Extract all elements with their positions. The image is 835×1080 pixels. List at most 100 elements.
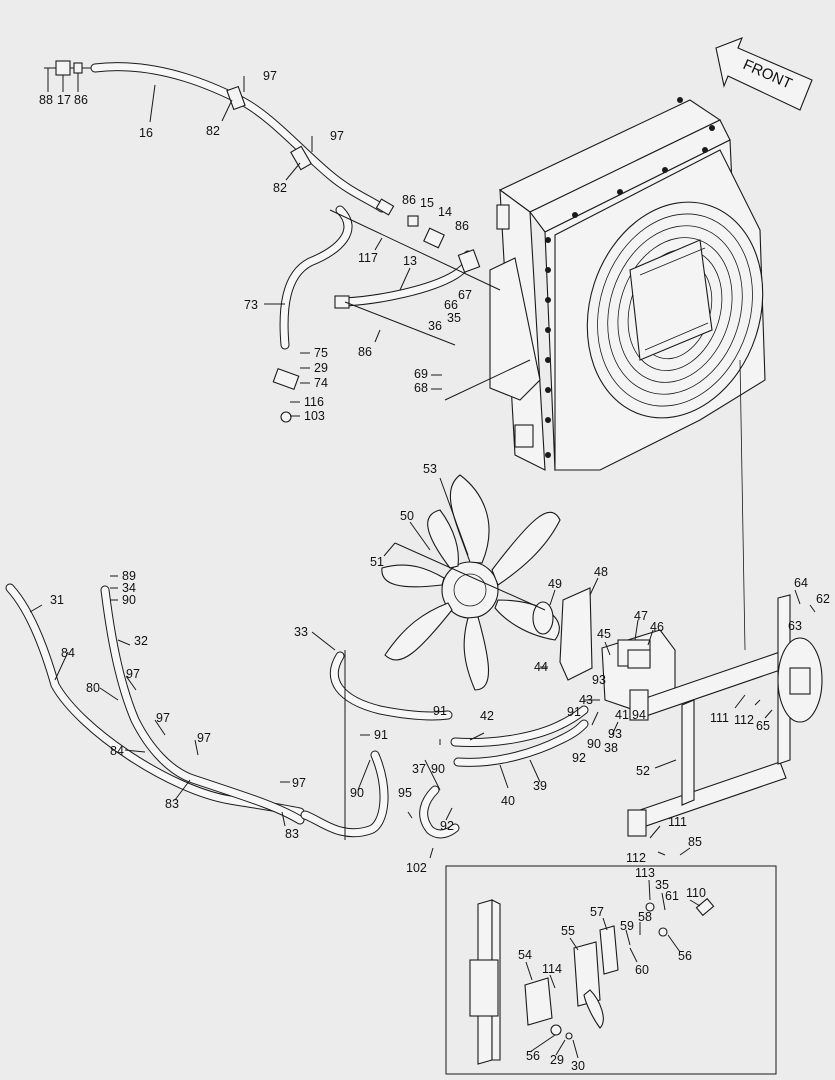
callout-60: 60 xyxy=(635,963,649,977)
lower-hoses xyxy=(5,583,676,839)
callout-73: 73 xyxy=(244,298,258,312)
callout-91: 91 xyxy=(374,728,388,742)
callout-110: 110 xyxy=(686,886,706,900)
callout-90: 90 xyxy=(587,737,601,751)
callout-57: 57 xyxy=(590,905,604,919)
callout-69: 69 xyxy=(414,367,428,381)
callout-41: 41 xyxy=(615,708,629,722)
callout-51: 51 xyxy=(370,555,384,569)
callout-112: 112 xyxy=(626,851,646,865)
callout-63: 63 xyxy=(788,619,802,633)
callout-42: 42 xyxy=(480,709,494,723)
callout-43: 43 xyxy=(579,693,593,707)
callout-86: 86 xyxy=(402,193,416,207)
callout-92: 92 xyxy=(440,819,454,833)
callout-90: 90 xyxy=(431,762,445,776)
callout-53: 53 xyxy=(423,462,437,476)
radiator-assembly xyxy=(489,97,766,651)
callout-91: 91 xyxy=(433,704,447,718)
callout-33: 33 xyxy=(294,625,308,639)
callout-83: 83 xyxy=(285,827,299,841)
callout-82: 82 xyxy=(273,181,287,195)
callout-47: 47 xyxy=(634,609,648,623)
callout-97: 97 xyxy=(292,776,306,790)
callout-83: 83 xyxy=(165,797,179,811)
callout-80: 80 xyxy=(86,681,100,695)
callout-68: 68 xyxy=(414,381,428,395)
callout-103: 103 xyxy=(304,409,325,423)
callout-36: 36 xyxy=(428,319,442,333)
callout-86: 86 xyxy=(358,345,372,359)
leader-lines xyxy=(29,68,816,1059)
callout-50: 50 xyxy=(400,509,414,523)
callout-97: 97 xyxy=(197,731,211,745)
callout-56: 56 xyxy=(678,949,692,963)
callout-84: 84 xyxy=(110,744,124,758)
callout-30: 30 xyxy=(571,1059,585,1073)
callout-84: 84 xyxy=(61,646,75,660)
callout-17: 17 xyxy=(57,93,71,107)
callout-85: 85 xyxy=(688,835,702,849)
callout-93: 93 xyxy=(592,673,606,687)
callout-112: 112 xyxy=(734,713,754,727)
front-arrow-icon: FRONT xyxy=(715,37,813,111)
callout-66: 66 xyxy=(444,298,458,312)
callout-45: 45 xyxy=(597,627,611,641)
callout-35: 35 xyxy=(447,311,461,325)
callout-116: 116 xyxy=(304,395,324,409)
callout-52: 52 xyxy=(636,764,650,778)
callout-64: 64 xyxy=(794,576,808,590)
callout-97: 97 xyxy=(330,129,344,143)
callout-114: 114 xyxy=(542,962,562,976)
callout-35: 35 xyxy=(655,878,669,892)
callout-97: 97 xyxy=(156,711,170,725)
callout-13: 13 xyxy=(403,254,417,268)
callout-59: 59 xyxy=(620,919,634,933)
callout-75: 75 xyxy=(314,346,328,360)
upper-hoses xyxy=(44,60,481,423)
callout-62: 62 xyxy=(816,592,830,606)
callout-90: 90 xyxy=(350,786,364,800)
callout-93: 93 xyxy=(608,727,622,741)
callout-32: 32 xyxy=(134,634,148,648)
callout-54: 54 xyxy=(518,948,532,962)
callout-56: 56 xyxy=(526,1049,540,1063)
callout-15: 15 xyxy=(420,196,434,210)
callout-86: 86 xyxy=(74,93,88,107)
callout-46: 46 xyxy=(650,620,664,634)
callout-34: 34 xyxy=(122,581,136,595)
callout-29: 29 xyxy=(314,361,328,375)
callout-55: 55 xyxy=(561,924,575,938)
callout-29: 29 xyxy=(550,1053,564,1067)
callout-102: 102 xyxy=(406,861,427,875)
callout-86: 86 xyxy=(455,219,469,233)
callout-38: 38 xyxy=(604,741,618,755)
callout-97: 97 xyxy=(263,69,277,83)
callout-111: 111 xyxy=(710,711,729,725)
callout-97: 97 xyxy=(126,667,140,681)
callouts: 88 17 86 97 16 82 97 82 86 15 14 86 117 … xyxy=(39,69,830,1073)
callout-37: 37 xyxy=(412,762,426,776)
callout-89: 89 xyxy=(122,569,136,583)
callout-91: 91 xyxy=(567,705,581,719)
callout-67: 67 xyxy=(458,288,472,302)
callout-94: 94 xyxy=(632,708,646,722)
callout-14: 14 xyxy=(438,205,452,219)
callout-88: 88 xyxy=(39,93,53,107)
callout-48: 48 xyxy=(594,565,608,579)
latch-detail-inset xyxy=(445,865,777,1075)
callout-16: 16 xyxy=(139,126,153,140)
callout-82: 82 xyxy=(206,124,220,138)
callout-65: 65 xyxy=(756,719,770,733)
callout-49: 49 xyxy=(548,577,562,591)
fan-assembly xyxy=(381,474,593,691)
support-frame xyxy=(627,594,823,837)
callout-90: 90 xyxy=(122,593,136,607)
callout-31: 31 xyxy=(50,593,64,607)
callout-111: 111 xyxy=(668,815,687,829)
callout-95: 95 xyxy=(398,786,412,800)
callout-61: 61 xyxy=(665,889,679,903)
callout-74: 74 xyxy=(314,376,328,390)
callout-40: 40 xyxy=(501,794,515,808)
